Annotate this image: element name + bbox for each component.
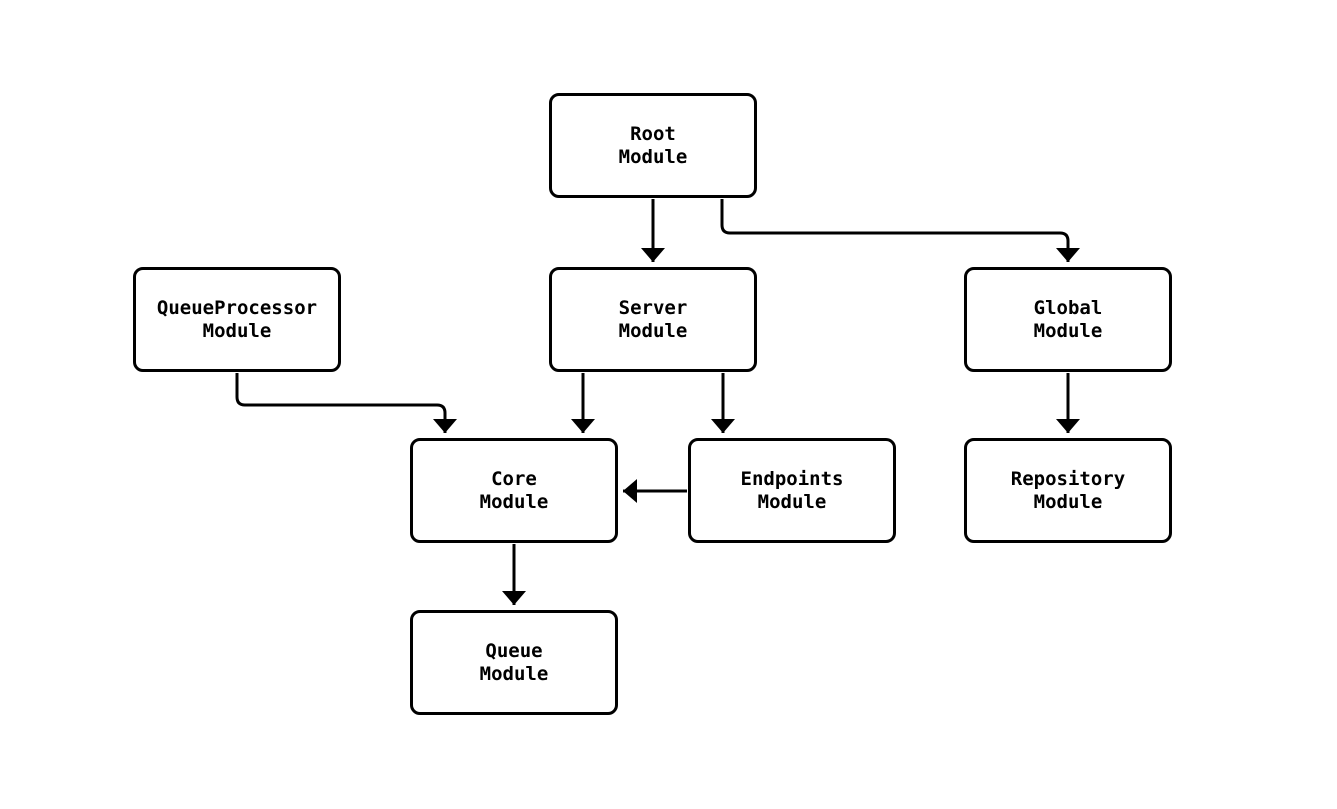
node-global-module: Global Module (964, 267, 1172, 372)
node-label-line2: Module (1033, 490, 1103, 513)
node-label-line1: Global (1033, 296, 1103, 319)
node-endpoints-module: Endpoints Module (688, 438, 896, 543)
node-root-module: Root Module (549, 93, 757, 198)
node-label-line1: Queue (485, 639, 543, 662)
node-label-line1: Server (618, 296, 688, 319)
node-queueprocessor-module: QueueProcessor Module (133, 267, 341, 372)
edge-root-global (720, 199, 1080, 262)
edge-queueprocessor-core (235, 373, 457, 433)
node-core-module: Core Module (410, 438, 618, 543)
node-label-line1: Endpoints (740, 467, 844, 490)
node-label-line2: Module (618, 319, 688, 342)
node-label-line2: Module (618, 145, 688, 168)
node-label-line2: Module (1033, 319, 1103, 342)
node-label-line1: Core (491, 467, 537, 490)
node-label-line2: Module (479, 490, 549, 513)
node-label-line2: Module (479, 662, 549, 685)
node-label-line2: Module (202, 319, 272, 342)
node-label-line1: Repository (1010, 467, 1126, 490)
node-label-line2: Module (757, 490, 827, 513)
node-label-line1: QueueProcessor (156, 296, 318, 319)
node-queue-module: Queue Module (410, 610, 618, 715)
node-label-line1: Root (630, 122, 676, 145)
node-repository-module: Repository Module (964, 438, 1172, 543)
node-server-module: Server Module (549, 267, 757, 372)
